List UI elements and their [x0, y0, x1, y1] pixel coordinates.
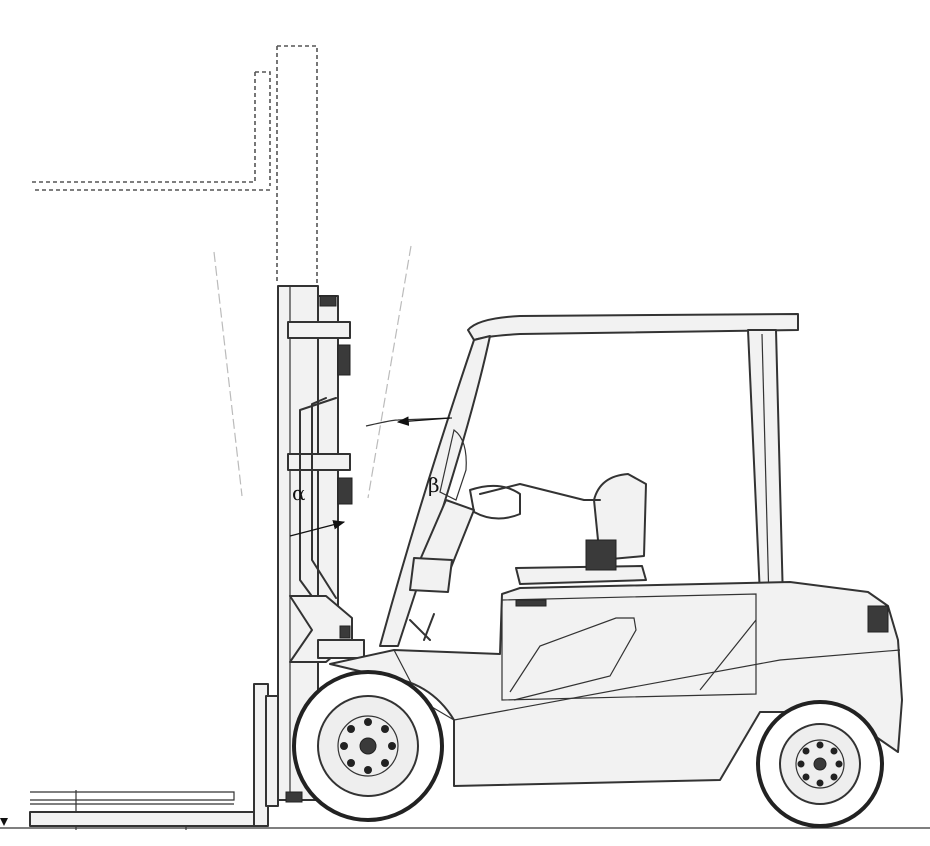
- tilt-backward-angle-label: β: [428, 473, 440, 497]
- chassis: [329, 581, 903, 787]
- front-wheel: [292, 670, 444, 822]
- tilt-arrow-backward-head: [396, 416, 451, 426]
- forks: [29, 683, 303, 827]
- raised-mast-outline: [30, 45, 318, 284]
- rear-wheel: [756, 700, 884, 828]
- tilt-forward-angle-label: α: [292, 481, 306, 505]
- tilt-guide-backward: [367, 245, 412, 499]
- front-wheel-bolts: [340, 718, 396, 774]
- rear-wheel-bolts: [797, 741, 843, 787]
- operator-seat: [469, 473, 647, 585]
- tilt-guide-forward: [213, 251, 243, 497]
- mast: [277, 285, 365, 801]
- ground-marker-icon: [0, 818, 8, 826]
- overhead-guard: [379, 313, 799, 647]
- tilt-arrow-forward: [289, 520, 346, 537]
- steering-column: [409, 499, 475, 641]
